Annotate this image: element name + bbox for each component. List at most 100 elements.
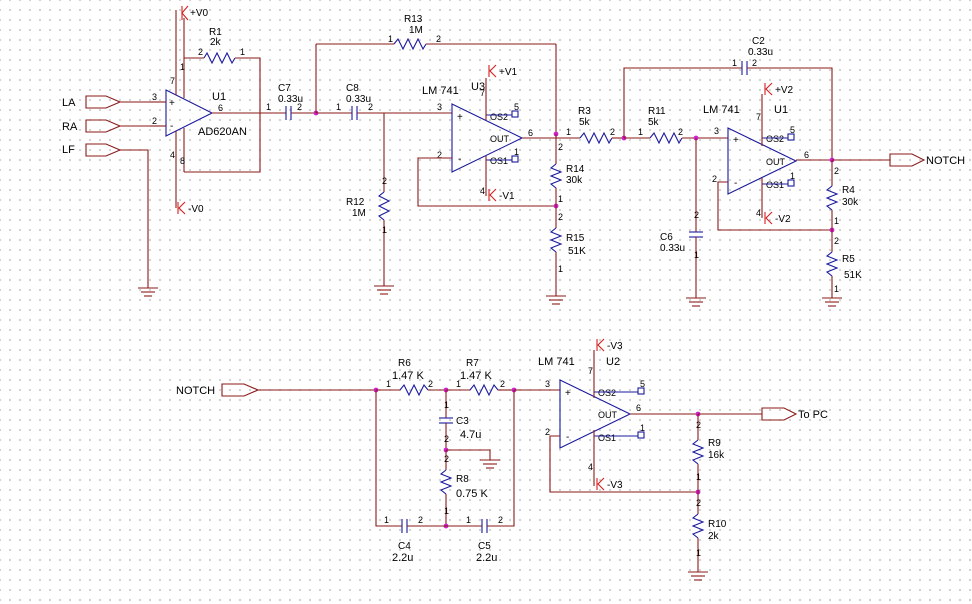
svg-text:1: 1 bbox=[790, 171, 795, 181]
svg-text:-: - bbox=[170, 121, 173, 132]
svg-text:C2: C2 bbox=[752, 36, 765, 47]
resistor-r10: R10 2k 2 1 bbox=[691, 498, 727, 572]
svg-text:NOTCH: NOTCH bbox=[926, 155, 965, 167]
svg-text:6: 6 bbox=[636, 403, 641, 413]
resistor-r15: R15 51K 2 1 bbox=[549, 212, 586, 296]
svg-text:R10: R10 bbox=[708, 519, 727, 530]
svg-text:1: 1 bbox=[640, 423, 645, 433]
svg-text:1.47 K: 1.47 K bbox=[392, 370, 424, 382]
svg-text:16k: 16k bbox=[708, 450, 725, 461]
svg-text:2: 2 bbox=[437, 150, 442, 160]
svg-text:To PC: To PC bbox=[798, 409, 828, 421]
svg-text:4: 4 bbox=[480, 186, 485, 196]
svg-text:OUT: OUT bbox=[490, 134, 510, 144]
power-arrow-v3-top: -V3 bbox=[596, 338, 623, 352]
resistor-r12: R12 1M 2 1 bbox=[346, 113, 391, 286]
svg-text:LM 741: LM 741 bbox=[422, 85, 459, 97]
svg-text:2: 2 bbox=[558, 212, 563, 222]
svg-text:2: 2 bbox=[834, 236, 839, 246]
svg-text:4: 4 bbox=[756, 208, 761, 218]
svg-text:1: 1 bbox=[386, 379, 391, 389]
svg-text:5k: 5k bbox=[648, 117, 660, 128]
svg-text:2.2u: 2.2u bbox=[392, 552, 413, 564]
resistor-r9: R9 16k 2 1 bbox=[691, 414, 725, 514]
svg-text:1: 1 bbox=[638, 127, 643, 137]
svg-text:R6: R6 bbox=[398, 358, 411, 369]
svg-text:OS2: OS2 bbox=[766, 134, 784, 144]
svg-text:1M: 1M bbox=[409, 25, 423, 36]
svg-text:1: 1 bbox=[456, 379, 461, 389]
svg-text:1: 1 bbox=[834, 216, 839, 226]
svg-text:5: 5 bbox=[640, 379, 645, 389]
svg-text:0.33u: 0.33u bbox=[346, 94, 371, 105]
svg-text:1: 1 bbox=[466, 515, 471, 525]
svg-text:3: 3 bbox=[437, 102, 442, 112]
svg-text:2: 2 bbox=[678, 127, 683, 137]
svg-text:2: 2 bbox=[696, 420, 701, 430]
svg-text:OS2: OS2 bbox=[598, 388, 616, 398]
svg-text:1: 1 bbox=[732, 58, 737, 68]
capacitor-c5: C5 2.2u 1 2 bbox=[446, 390, 515, 564]
svg-text:4: 4 bbox=[588, 462, 593, 472]
resistor-r5: R5 51K 2 1 bbox=[825, 236, 862, 298]
port-notch-in: NOTCH bbox=[176, 383, 376, 397]
svg-text:C5: C5 bbox=[478, 541, 491, 552]
svg-text:R4: R4 bbox=[842, 185, 855, 196]
svg-text:AD620AN: AD620AN bbox=[198, 126, 247, 138]
svg-text:1: 1 bbox=[388, 34, 393, 44]
svg-text:C3: C3 bbox=[456, 416, 469, 427]
svg-text:C7: C7 bbox=[278, 83, 291, 94]
resistor-r1: R1 2k 2 1 bbox=[184, 27, 261, 113]
svg-text:R11: R11 bbox=[648, 106, 666, 117]
ground-symbol bbox=[480, 459, 500, 469]
svg-text:1: 1 bbox=[444, 400, 449, 410]
opamp-u2: + - 3 2 OS2 OS1 OUT LM 741 U2 5 1 6 7 4 … bbox=[538, 338, 698, 491]
svg-text:1: 1 bbox=[384, 515, 389, 525]
power-arrow-minus-v0: -V0 bbox=[177, 201, 204, 215]
svg-text:2: 2 bbox=[436, 34, 441, 44]
svg-text:2: 2 bbox=[712, 174, 717, 184]
port-ra: RA bbox=[62, 119, 150, 133]
svg-text:OS1: OS1 bbox=[766, 180, 784, 190]
svg-text:2: 2 bbox=[558, 142, 563, 152]
svg-text:R15: R15 bbox=[566, 233, 585, 244]
resistor-r11: R11 5k 1 2 bbox=[624, 106, 728, 145]
svg-text:7: 7 bbox=[756, 112, 761, 122]
svg-text:8: 8 bbox=[180, 156, 185, 166]
capacitor-c6: C6 0.33u 2 1 bbox=[660, 138, 703, 298]
svg-text:1: 1 bbox=[696, 472, 701, 482]
svg-text:+V2: +V2 bbox=[775, 85, 794, 96]
capacitor-c7: C7 0.33u 1 2 bbox=[260, 83, 316, 120]
opamp-u3: + - 3 2 OS2 OS1 OUT LM 741 U3 5 1 6 7 4 … bbox=[422, 64, 556, 202]
svg-text:+: + bbox=[169, 98, 175, 109]
svg-text:2: 2 bbox=[694, 210, 699, 220]
svg-text:2: 2 bbox=[382, 176, 387, 186]
svg-text:+: + bbox=[457, 112, 463, 123]
svg-text:4: 4 bbox=[170, 150, 175, 160]
svg-text:2: 2 bbox=[428, 379, 433, 389]
svg-text:2: 2 bbox=[418, 515, 423, 525]
svg-text:1: 1 bbox=[336, 102, 341, 112]
port-la: LA bbox=[62, 95, 150, 109]
svg-text:0.33u: 0.33u bbox=[748, 47, 773, 58]
svg-text:2: 2 bbox=[498, 515, 503, 525]
resistor-r7: R7 1.47 K 1 2 bbox=[446, 358, 514, 397]
svg-text:2: 2 bbox=[444, 434, 449, 444]
svg-text:4.7u: 4.7u bbox=[460, 429, 481, 441]
svg-text:R8: R8 bbox=[456, 474, 469, 485]
svg-text:1: 1 bbox=[514, 147, 519, 157]
svg-text:R3: R3 bbox=[578, 106, 591, 117]
svg-text:U1: U1 bbox=[774, 104, 788, 116]
svg-text:OUT: OUT bbox=[766, 157, 786, 167]
svg-text:R9: R9 bbox=[708, 438, 721, 449]
svg-text:5k: 5k bbox=[579, 117, 591, 128]
svg-text:+: + bbox=[733, 135, 739, 146]
svg-text:0.33u: 0.33u bbox=[278, 94, 303, 105]
svg-text:2k: 2k bbox=[210, 37, 222, 48]
resistor-r4: R4 30k 2 1 bbox=[825, 160, 859, 252]
svg-text:2: 2 bbox=[610, 127, 615, 137]
svg-text:R7: R7 bbox=[466, 358, 479, 369]
svg-text:2: 2 bbox=[444, 454, 449, 464]
svg-text:2: 2 bbox=[752, 58, 757, 68]
